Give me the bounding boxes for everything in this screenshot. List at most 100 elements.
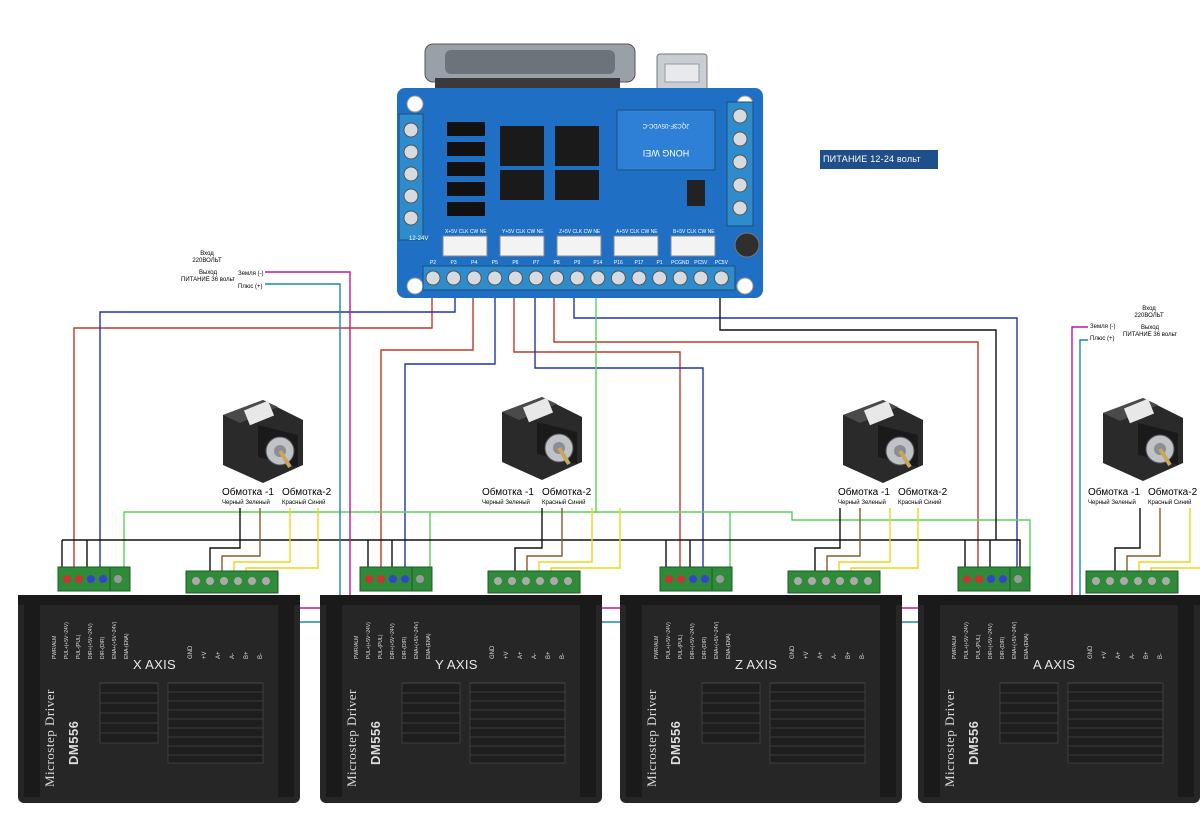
wire-winding-black <box>814 508 841 575</box>
wire-winding-black <box>209 508 241 575</box>
wire-z-dir <box>534 278 704 570</box>
wire-y-pul <box>380 278 474 570</box>
pin-label: DIR+(+5V~24V) <box>88 623 94 659</box>
pin-label: ENA-(ENA) <box>426 633 432 659</box>
power-pin-label: B- <box>860 653 866 659</box>
header-connector <box>442 235 488 257</box>
terminal-screw <box>507 270 523 286</box>
terminal-label: P3 <box>451 260 457 266</box>
wire-winding-green <box>221 508 261 575</box>
power-pin-label: A- <box>1130 653 1136 659</box>
driver-brand: Microstep Driver <box>344 689 359 787</box>
terminal-screw <box>466 270 482 286</box>
terminal-screw <box>672 270 688 286</box>
terminal-screw <box>732 200 748 216</box>
optocoupler <box>447 202 485 216</box>
wire-z-pul <box>513 278 681 570</box>
power-pin-label: A- <box>230 653 236 659</box>
pin-label: PUL+(+5V~24V) <box>964 622 970 659</box>
axis-title: A AXIS <box>1033 657 1076 672</box>
right-psu-plus-label: Плюс (+) <box>1090 336 1115 342</box>
power-pin-label: GND <box>790 645 796 659</box>
power-pin-label: A- <box>532 653 538 659</box>
terminal-label: PC5V <box>715 260 729 266</box>
axis-title: Y AXIS <box>435 657 478 672</box>
header-label: Z+5V CLK CW NE <box>559 229 601 235</box>
winding-2-label: Обмотка-2 <box>1148 487 1198 498</box>
voltage-label: 12-24V <box>409 236 428 242</box>
terminal-screw <box>569 270 585 286</box>
wire-winding-green <box>526 508 563 575</box>
winding-2-colors: Красный Синий <box>282 500 326 506</box>
terminal-screw <box>403 210 419 226</box>
pin-label: PWR/ALM <box>52 635 58 659</box>
transistor <box>687 180 705 206</box>
wire-winding-red <box>538 508 593 575</box>
terminal-screw <box>610 270 626 286</box>
driver-brand: Microstep Driver <box>644 689 659 787</box>
winding-2-colors: Красный Синий <box>1148 500 1192 506</box>
wire-a-pul <box>553 278 979 570</box>
axis-title: X AXIS <box>133 657 176 672</box>
stepper-motor-icon <box>223 400 303 483</box>
terminal-screw <box>693 270 709 286</box>
winding-1-colors: Черный Зеленый <box>838 500 886 506</box>
axis-title: Z AXIS <box>735 657 778 672</box>
pin-label: ENA+(+5V~24V) <box>1012 621 1018 659</box>
driver-model: DM556 <box>668 720 683 765</box>
winding-1-colors: Черный Зеленый <box>222 500 270 506</box>
winding-2-label: Обмотка-2 <box>898 487 948 498</box>
left-psu-input-label: Вход 220ВОЛЬТ <box>192 251 222 264</box>
stepper-driver: Z AXIS Microstep Driver DM556 PWR/ALM PUL+(+… <box>620 565 902 805</box>
terminal-screw <box>732 177 748 193</box>
power-pin-label: B+ <box>244 651 250 659</box>
wire-psu-gnd-right <box>1071 326 1088 608</box>
capacitor <box>734 232 760 258</box>
power-pin-label: A+ <box>818 651 824 659</box>
power-pin-label: A+ <box>518 651 524 659</box>
ic-chip <box>555 126 599 166</box>
pin-label: PUL+(+5V~24V) <box>666 622 672 659</box>
terminal-screw <box>403 166 419 182</box>
pin-label: PWR/ALM <box>354 635 360 659</box>
power-pin-label: B- <box>1158 653 1164 659</box>
right-psu-output-label: Выход ПИТАНИЕ 36 вольт <box>1123 325 1177 338</box>
pin-label: PUL-(PUL) <box>678 634 684 659</box>
stepper-motor-icon <box>1103 398 1183 481</box>
power-pin-label: GND <box>188 645 194 659</box>
winding-1-label: Обмотка -1 <box>482 487 534 498</box>
wire-winding-red <box>838 508 891 575</box>
ic-chip <box>500 170 544 200</box>
optocoupler <box>447 182 485 196</box>
terminal-screw <box>732 131 748 147</box>
terminal-label: P4 <box>471 260 477 266</box>
terminal-screw <box>528 270 544 286</box>
terminal-screw <box>403 144 419 160</box>
power-pin-label: B+ <box>1144 651 1150 659</box>
pin-label: DIR-(DIR) <box>100 636 106 659</box>
header-label: Y+5V CLK CW NE <box>502 229 544 235</box>
header-label: A+5V CLK CW NE <box>616 229 658 235</box>
pin-label: ENA+(+5V~24V) <box>112 621 118 659</box>
driver-brand: Microstep Driver <box>42 689 57 787</box>
power-pin-label: +V <box>504 651 510 659</box>
mount-hole <box>736 277 754 295</box>
terminal-label: P9 <box>574 260 580 266</box>
terminal-label: P6 <box>512 260 518 266</box>
power-pin-label: A+ <box>1116 651 1122 659</box>
pin-label: PWR/ALM <box>654 635 660 659</box>
pin-label: DIR+(+5V~24V) <box>390 623 396 659</box>
header-connector <box>499 235 545 257</box>
optocoupler <box>447 122 485 136</box>
terminal-label: P14 <box>593 260 602 266</box>
right-psu-input-label: Вход 220ВОЛЬТ <box>1134 306 1164 319</box>
winding-1-label: Обмотка -1 <box>1088 487 1140 498</box>
winding-2-colors: Красный Синий <box>898 500 942 506</box>
terminal-screw <box>732 154 748 170</box>
pin-label: PUL+(+5V~24V) <box>366 622 372 659</box>
wire-gnd <box>719 278 997 540</box>
power-pin-label: B+ <box>546 651 552 659</box>
